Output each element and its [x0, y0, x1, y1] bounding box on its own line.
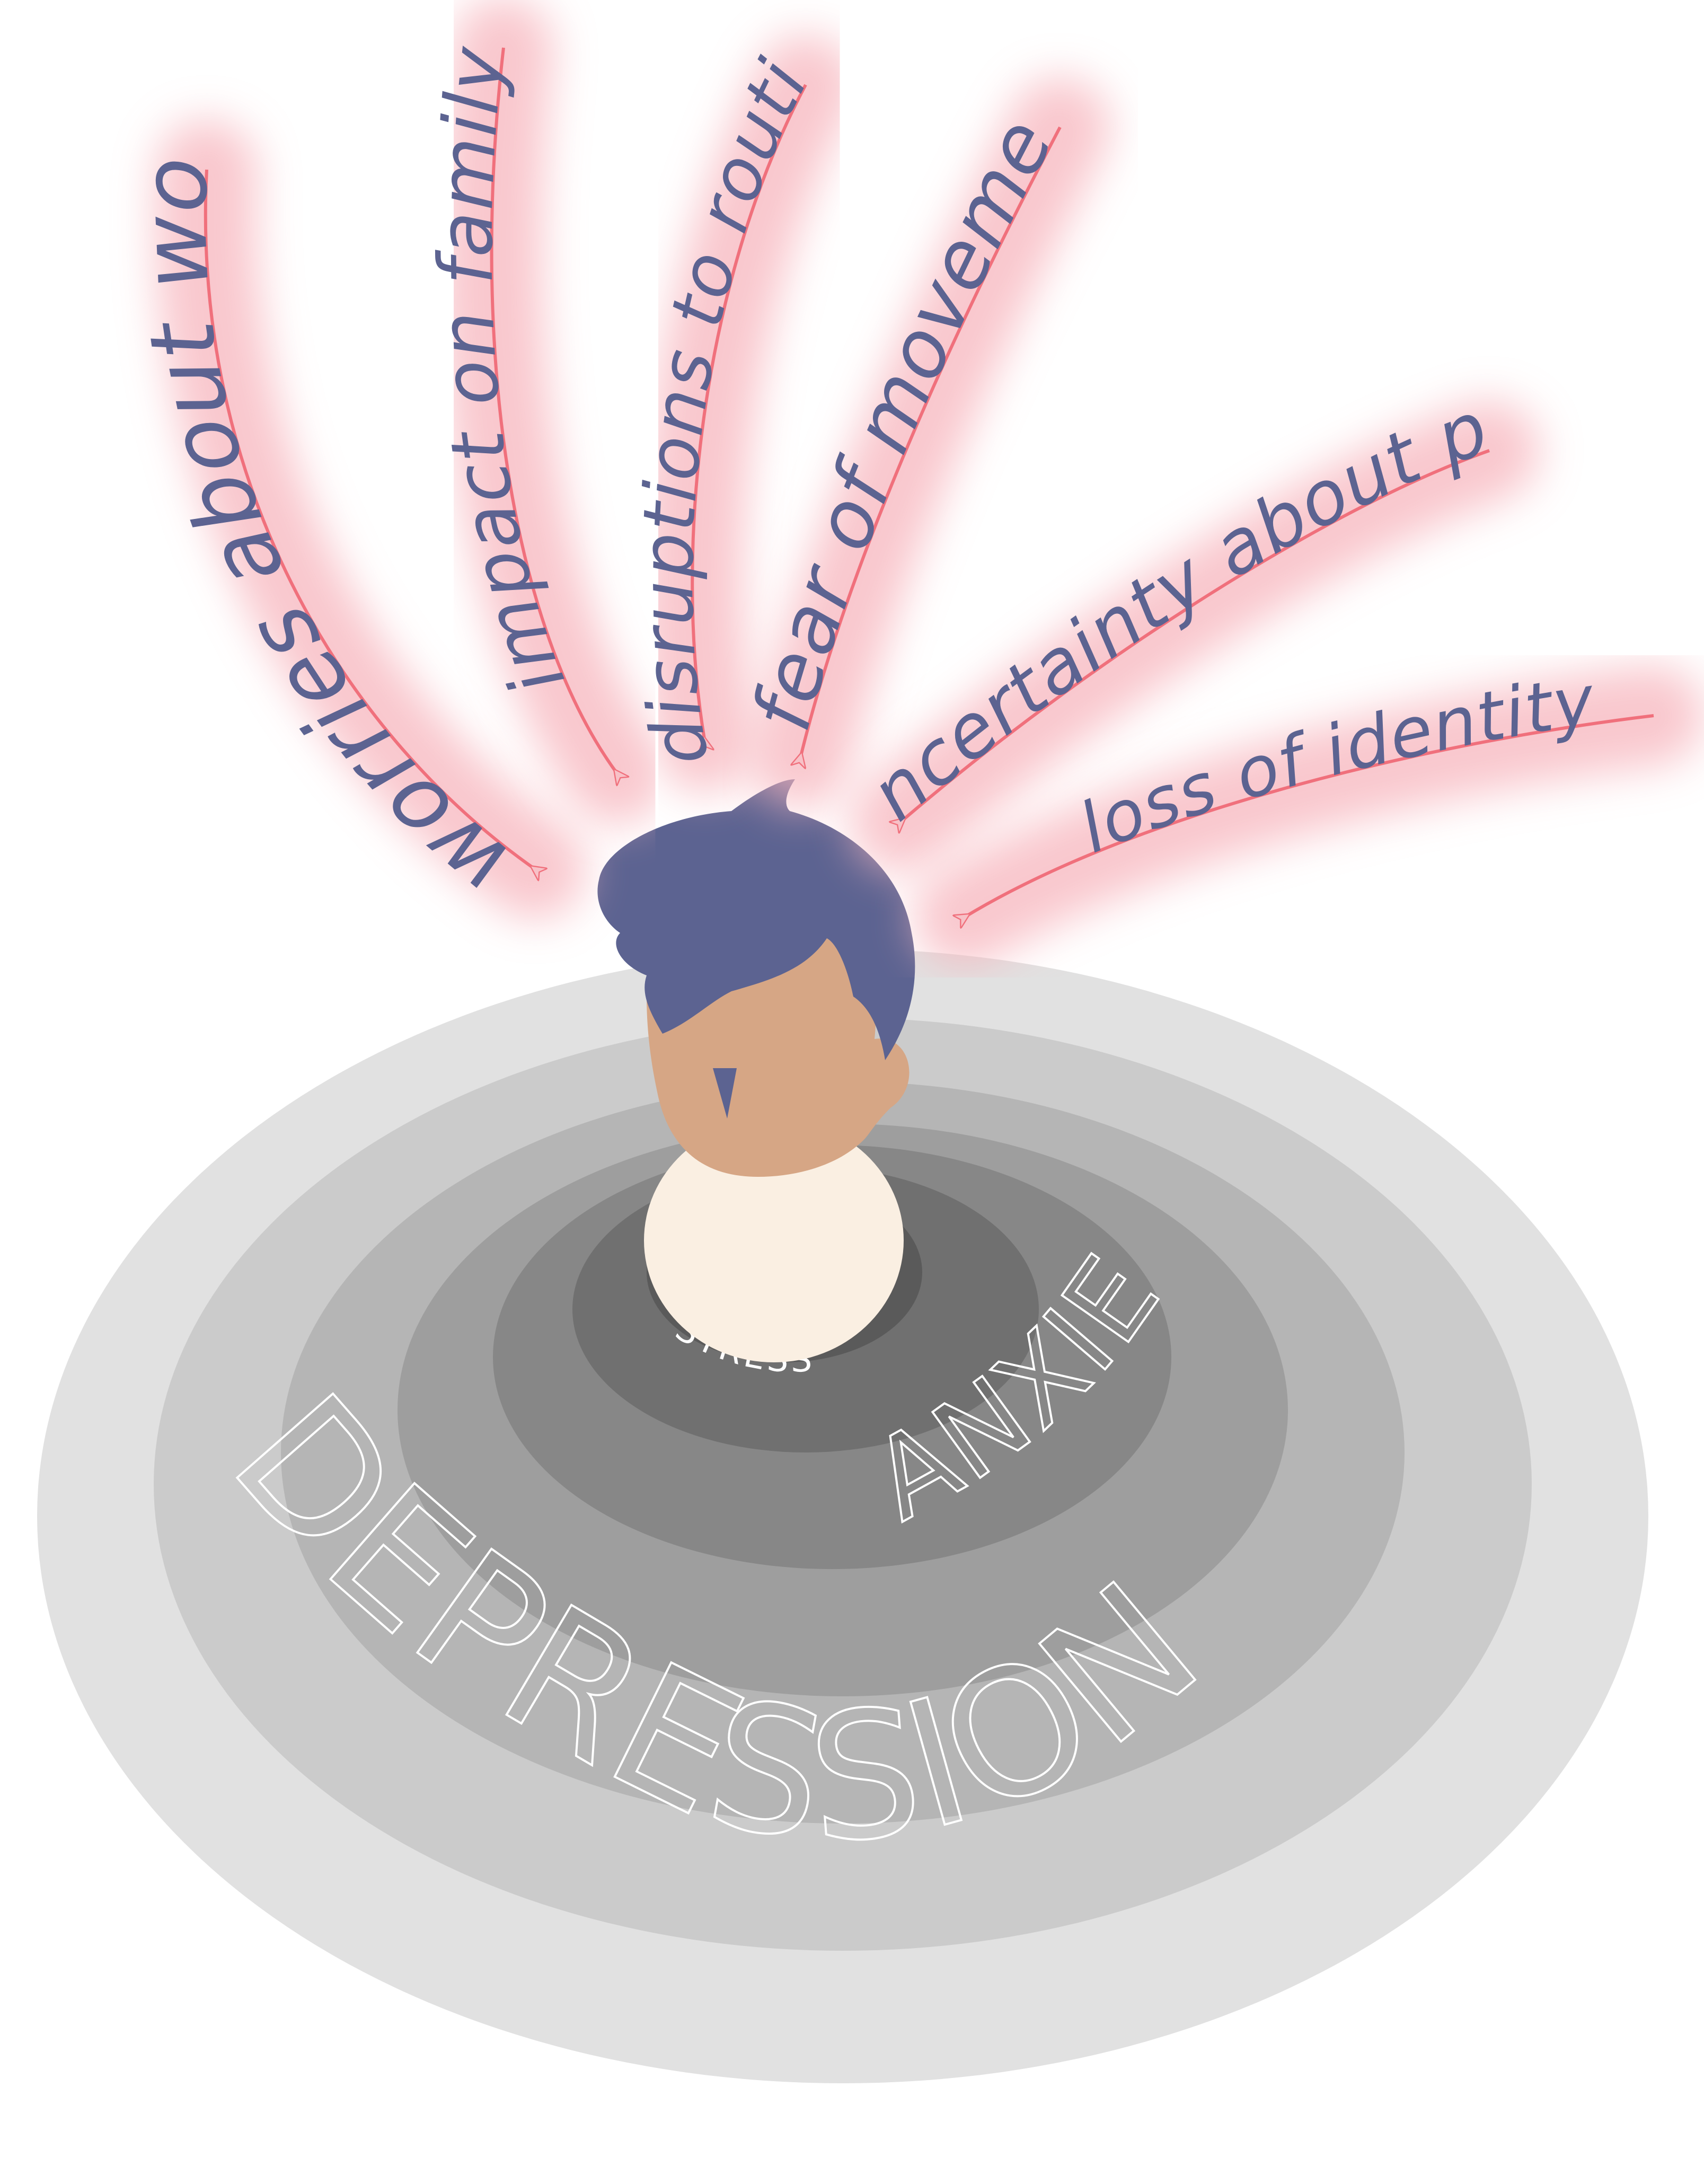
- person-body: [644, 1119, 904, 1362]
- tear-drop: [713, 1068, 737, 1119]
- stressor-arrow: [490, 47, 617, 774]
- person-figure: [597, 779, 915, 1362]
- stressor-arrow: [204, 169, 535, 869]
- stressor-arrow: [691, 84, 807, 742]
- stressor-arrow: [901, 449, 1490, 822]
- person-hair: [597, 779, 915, 1060]
- stressor-label: disruptions to routine: [0, 0, 825, 771]
- stressor-arrow: [965, 714, 1654, 917]
- stressor-arrows: worries about workimpact on familydisrup…: [0, 0, 1704, 967]
- stressor-arrow: [800, 126, 1062, 758]
